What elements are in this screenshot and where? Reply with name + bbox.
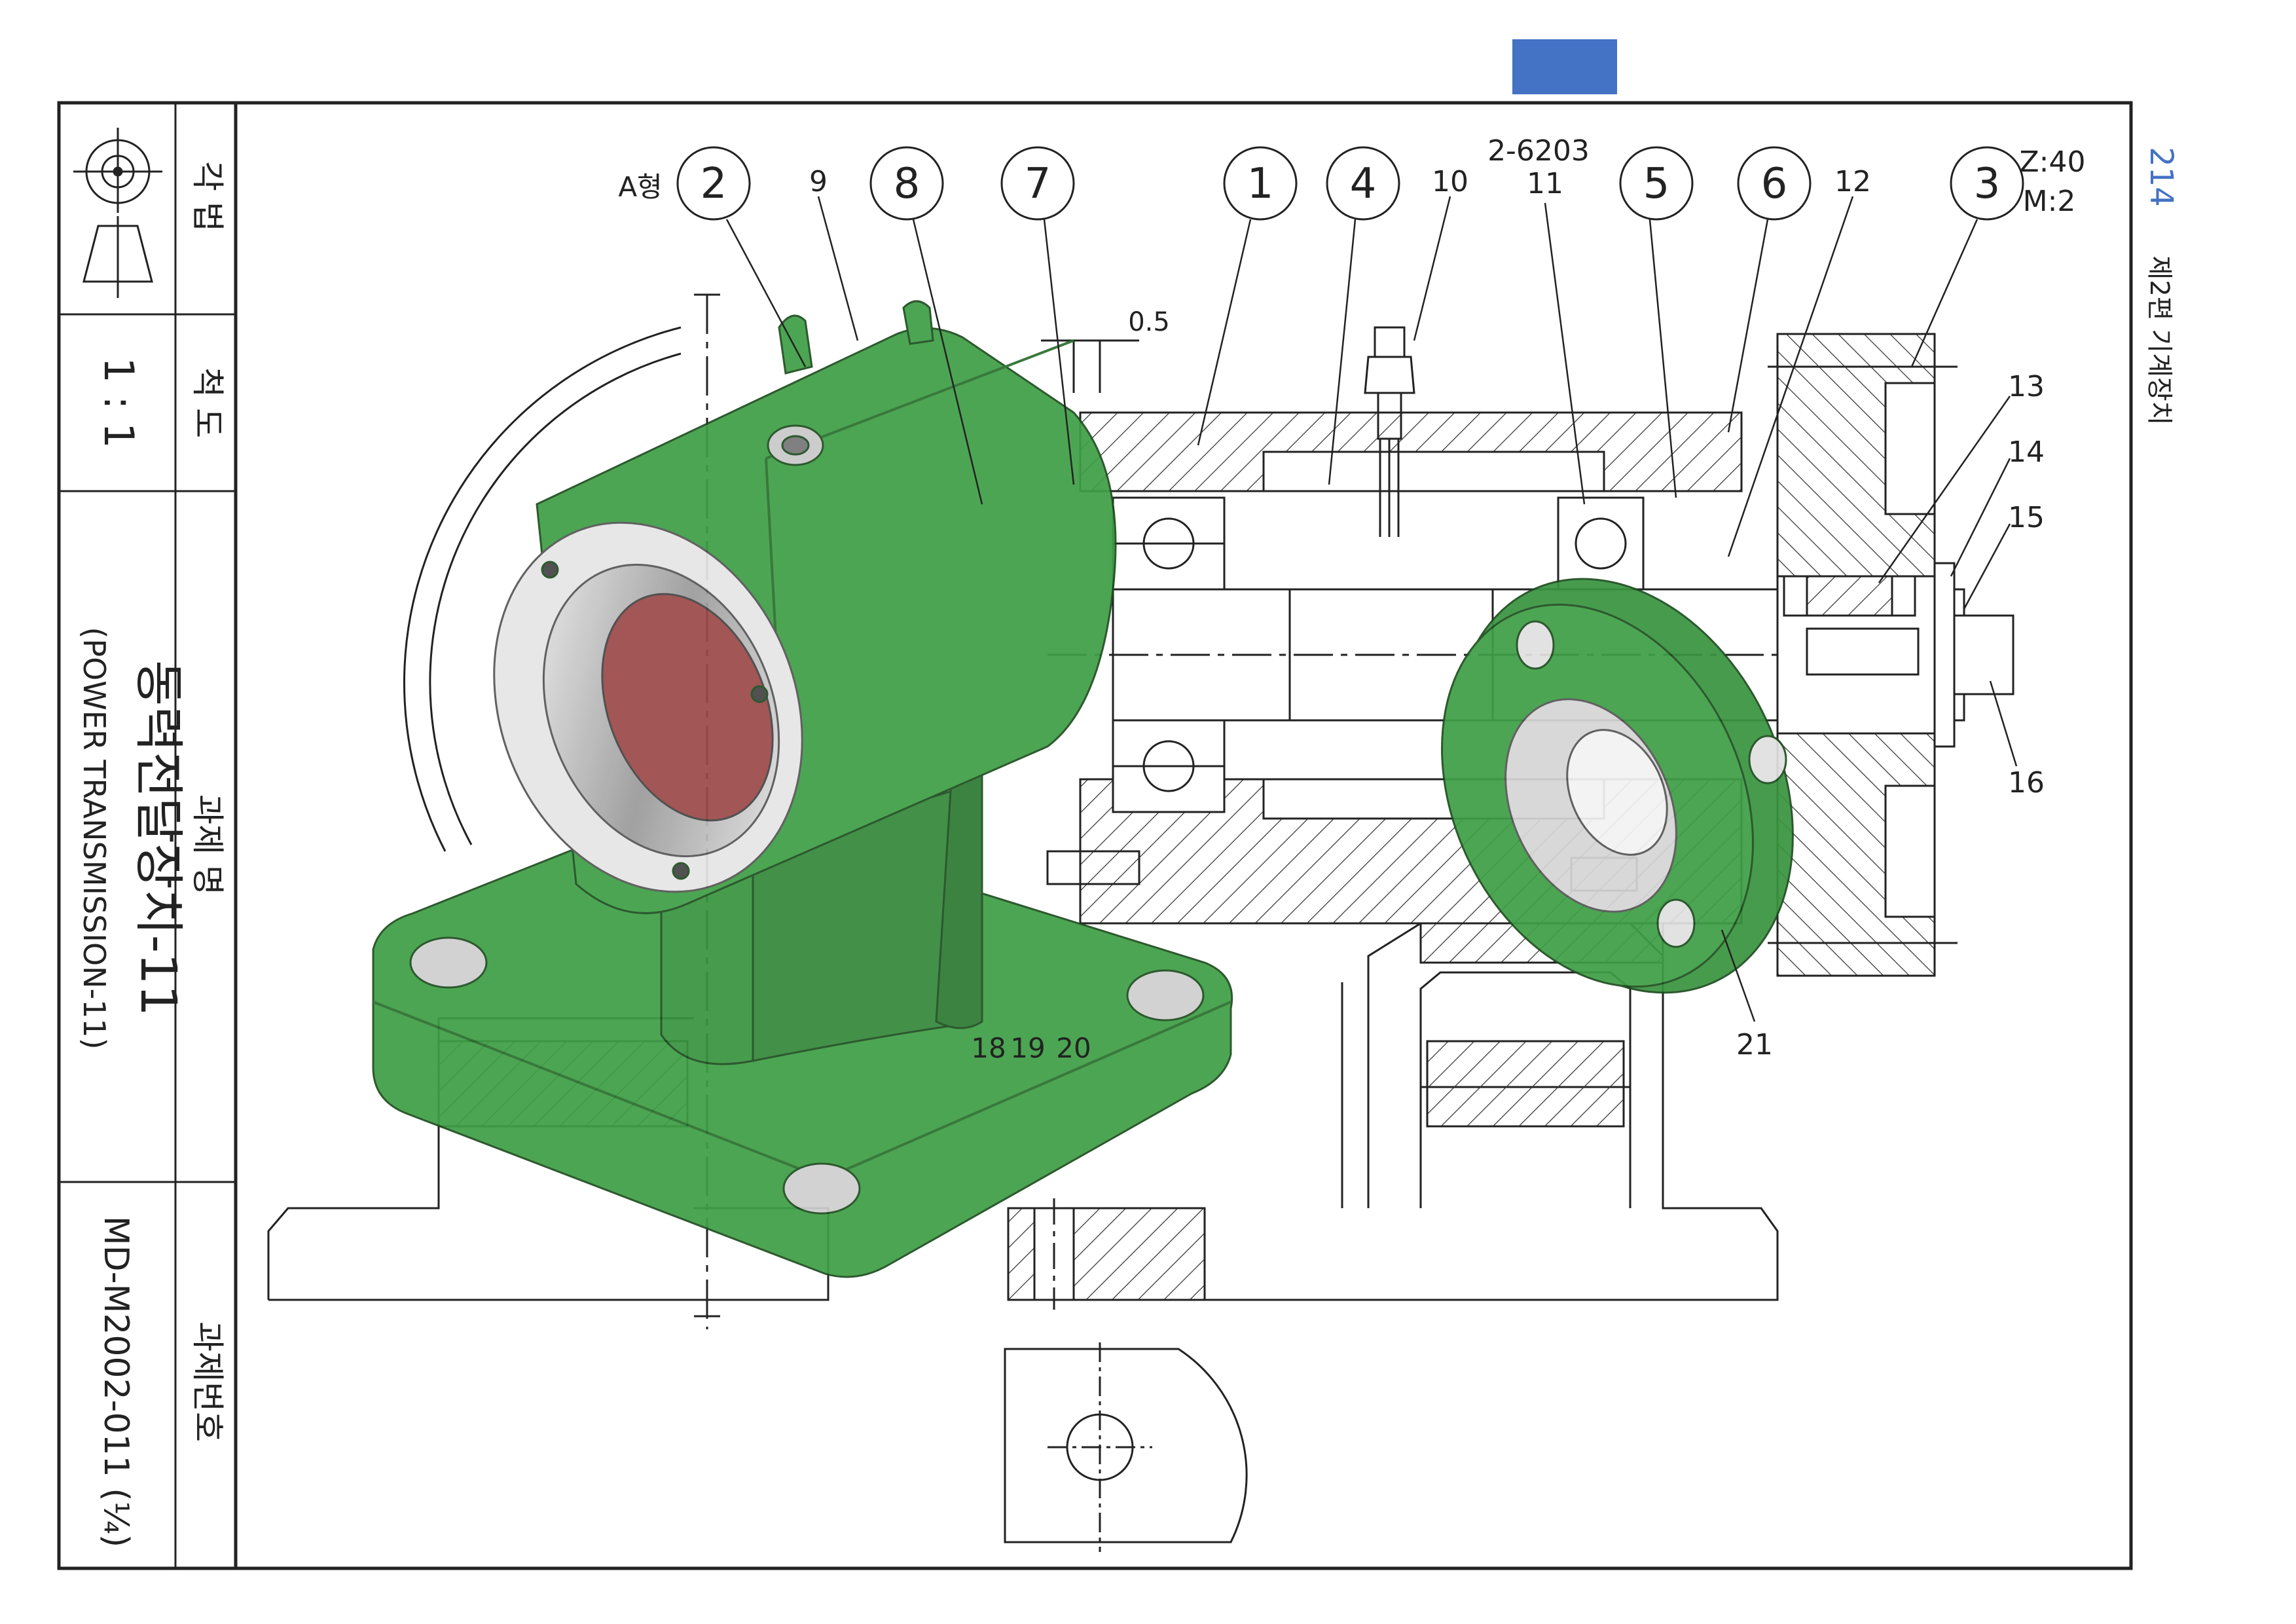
callout-13: 13 xyxy=(2008,370,2045,403)
iso-model xyxy=(372,300,1794,1278)
callout-12: 12 xyxy=(1834,165,1871,198)
page-tab-marker xyxy=(1512,39,1617,94)
scale-value: 1 : 1 xyxy=(95,357,143,448)
balloon-6: 6 xyxy=(1737,146,1812,221)
grease-nipple-icon xyxy=(1364,326,1415,537)
callout-15: 15 xyxy=(2008,501,2045,534)
callout-18: 18 xyxy=(971,1032,1006,1064)
callout-11: 11 xyxy=(1527,167,1563,200)
pulley-outline xyxy=(403,326,682,852)
svg-text:A형: A형 xyxy=(618,171,662,203)
bearing-left-top xyxy=(1112,496,1226,591)
svg-text:5: 5 xyxy=(1643,160,1670,208)
callout-bearing: 2-6203 xyxy=(1487,134,1590,168)
section-title: 제2편 기계장치 xyxy=(2144,256,2174,426)
balloon-8: 8 xyxy=(869,146,944,221)
foot-plan-view xyxy=(1004,1342,1248,1552)
callout-10: 10 xyxy=(1432,165,1468,198)
leader-lines xyxy=(725,196,2018,1022)
drawing-border xyxy=(57,101,2133,1570)
task-number-label: 과제번호 xyxy=(189,1321,227,1442)
projection-label: 각 법 xyxy=(189,161,227,232)
balloon-5: 5 xyxy=(1619,146,1694,221)
balloon-7: 7 xyxy=(1000,146,1075,221)
svg-text:2: 2 xyxy=(701,160,727,208)
svg-text:6: 6 xyxy=(1761,160,1788,208)
balloon-2: 2 A형 xyxy=(618,146,751,221)
page-number: 214 xyxy=(2143,147,2179,207)
projection-symbol-icon xyxy=(73,128,162,298)
balloon-3: 3 xyxy=(1950,146,2024,221)
callout-14: 14 xyxy=(2008,435,2045,469)
gear-z: Z:40 xyxy=(2020,145,2086,179)
svg-text:7: 7 xyxy=(1025,160,1051,208)
svg-text:8: 8 xyxy=(894,160,920,208)
task-name-en: (POWER TRANSMISSION-11) xyxy=(77,627,112,1049)
svg-text:1: 1 xyxy=(1247,160,1274,208)
callout-19: 19 xyxy=(1010,1032,1045,1064)
callout-9: 9 xyxy=(809,165,828,198)
bearing-left-bottom xyxy=(1112,719,1226,813)
dimension-gap: 0.5 xyxy=(1128,307,1170,337)
callout-21: 21 xyxy=(1736,1028,1773,1061)
balloon-4: 4 xyxy=(1326,146,1400,221)
balloon-1: 1 xyxy=(1223,146,1298,221)
callouts: 9 10 2-6203 11 12 Z:40 M:2 13 14 15 16 1… xyxy=(809,134,2085,1064)
task-name-label: 과제 명 xyxy=(189,794,227,895)
iso-cover-flange xyxy=(1441,578,1794,994)
svg-text:4: 4 xyxy=(1350,160,1377,208)
balloons: 2 A형 8 7 1 4 5 6 3 xyxy=(618,146,2024,221)
task-name: 동력전달장치-11 xyxy=(130,660,188,1016)
task-number: MD-M2002-011 (¼) xyxy=(96,1216,136,1547)
callout-20: 20 xyxy=(1056,1032,1091,1064)
scale-label: 척 도 xyxy=(189,367,227,438)
gear-section xyxy=(1768,333,2014,977)
callout-16: 16 xyxy=(2008,766,2045,800)
gear-m: M:2 xyxy=(2023,185,2076,218)
svg-text:3: 3 xyxy=(1974,160,2001,208)
bearing-right-top xyxy=(1557,496,1645,591)
